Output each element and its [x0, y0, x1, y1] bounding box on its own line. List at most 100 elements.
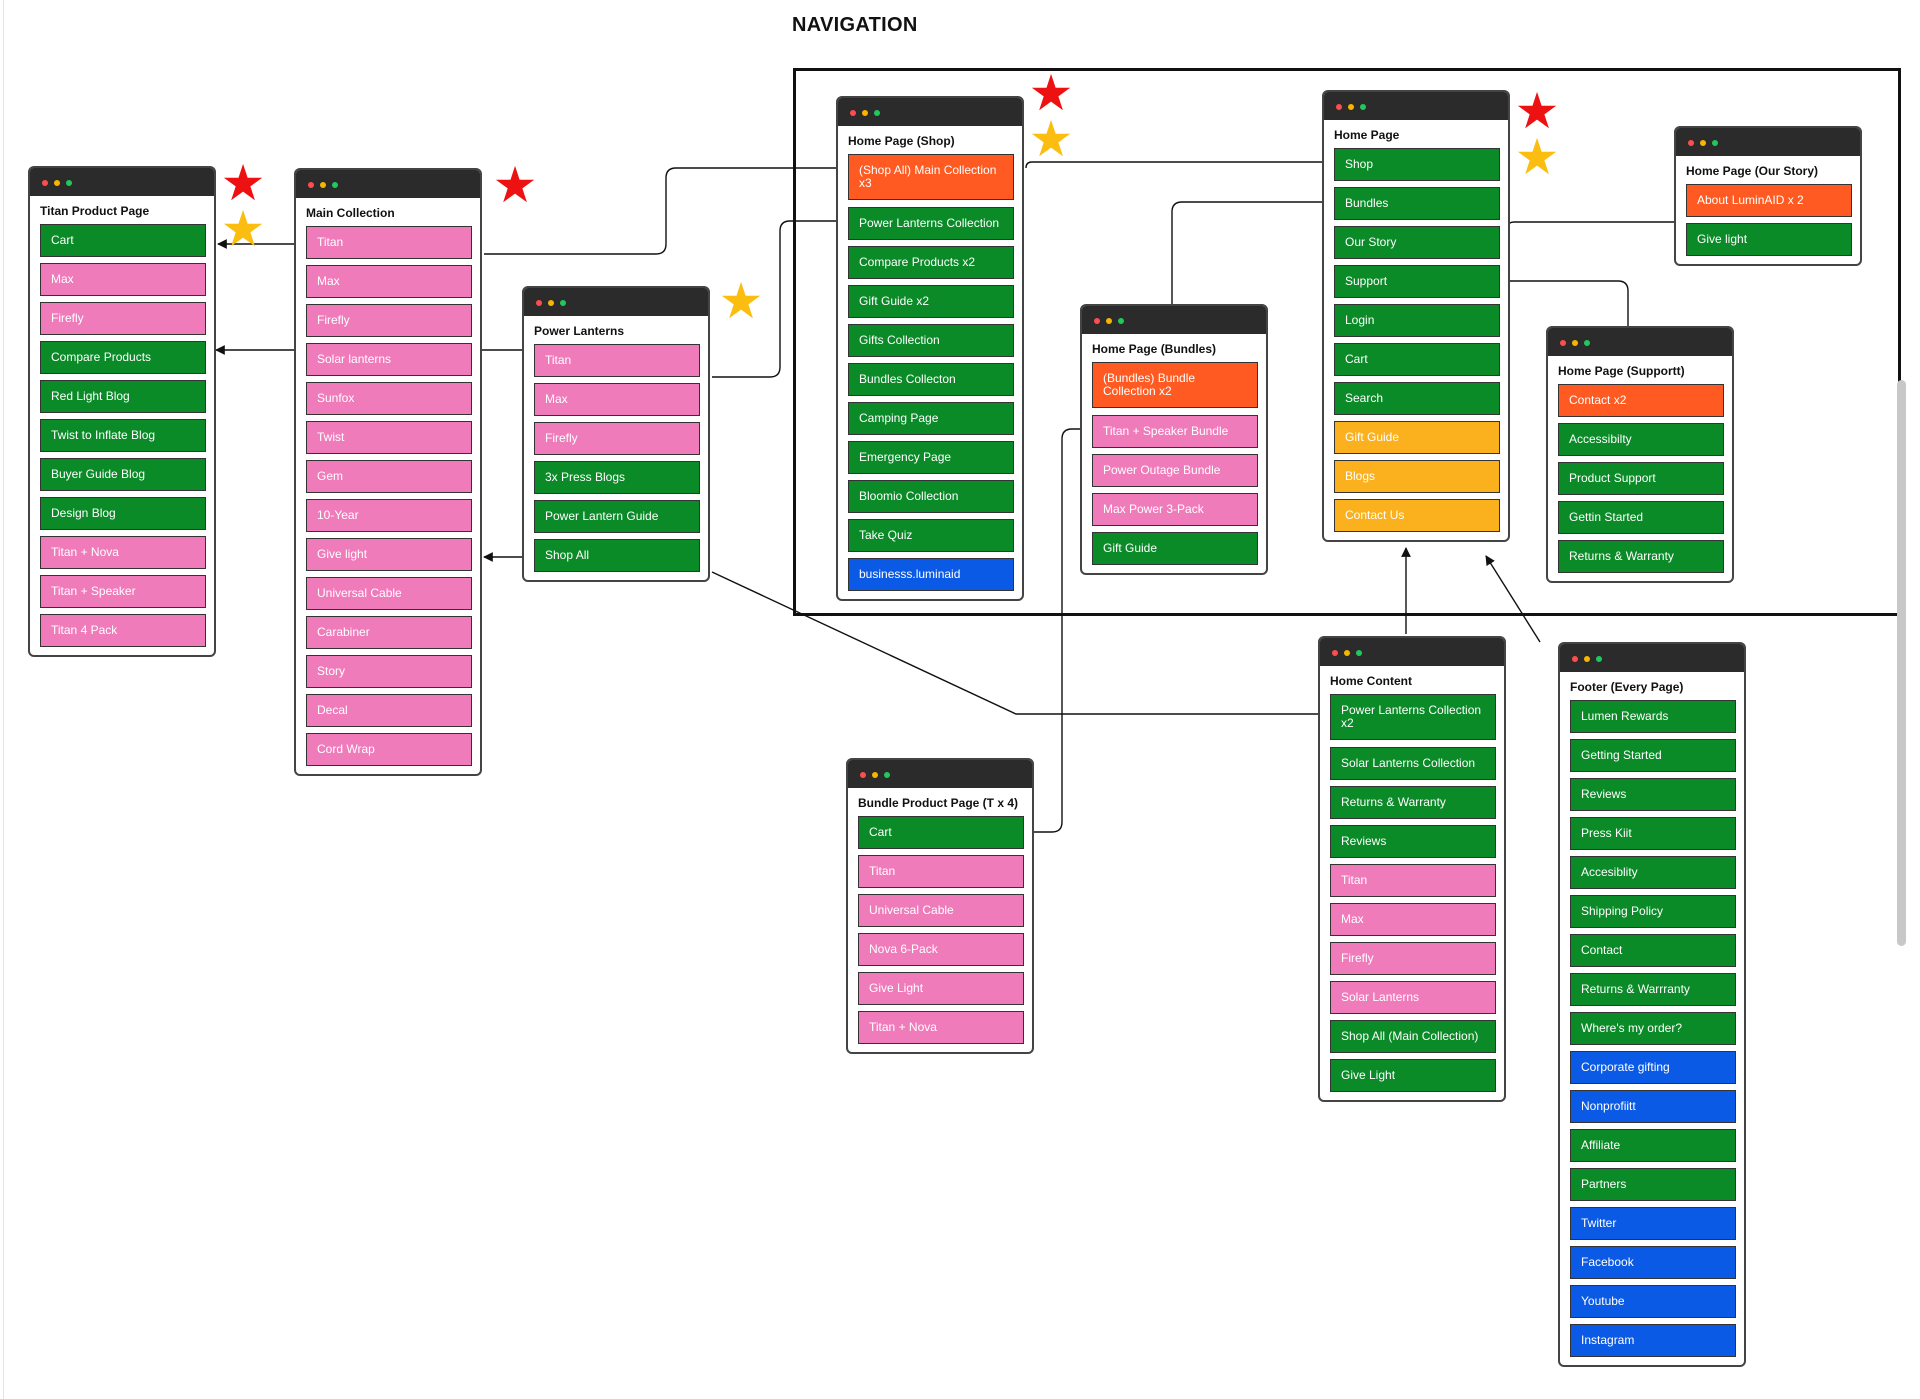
nav-item[interactable]: Power Lantern Guide	[534, 500, 700, 533]
nav-item[interactable]: Titan + Nova	[40, 536, 206, 569]
nav-item[interactable]: Bundles Collecton	[848, 363, 1014, 396]
nav-item[interactable]: Titan + Nova	[858, 1011, 1024, 1044]
nav-item[interactable]: Cord Wrap	[306, 733, 472, 766]
nav-item[interactable]: Lumen Rewards	[1570, 700, 1736, 733]
nav-item[interactable]: Compare Products	[40, 341, 206, 374]
nav-item[interactable]: Support	[1334, 265, 1500, 298]
nav-item[interactable]: (Shop All) Main Collection x3	[848, 154, 1014, 200]
nav-item[interactable]: Solar Lanterns	[1330, 981, 1496, 1014]
nav-item[interactable]: businesss.luminaid	[848, 558, 1014, 591]
nav-item[interactable]: Nova 6-Pack	[858, 933, 1024, 966]
nav-item[interactable]: Facebook	[1570, 1246, 1736, 1279]
vertical-scrollbar[interactable]	[1897, 380, 1906, 946]
nav-item[interactable]: Shipping Policy	[1570, 895, 1736, 928]
nav-item[interactable]: Give Light	[858, 972, 1024, 1005]
nav-item[interactable]: Solar lanterns	[306, 343, 472, 376]
nav-item[interactable]: Shop All (Main Collection)	[1330, 1020, 1496, 1053]
nav-item[interactable]: Corporate gifting	[1570, 1051, 1736, 1084]
nav-item[interactable]: Affiliate	[1570, 1129, 1736, 1162]
nav-item[interactable]: Bundles	[1334, 187, 1500, 220]
nav-item[interactable]: Cart	[858, 816, 1024, 849]
nav-item[interactable]: Emergency Page	[848, 441, 1014, 474]
nav-item[interactable]: Press Kiit	[1570, 817, 1736, 850]
red-star-icon: ★	[220, 155, 266, 211]
nav-item[interactable]: Accessibilty	[1558, 423, 1724, 456]
nav-item[interactable]: Universal Cable	[858, 894, 1024, 927]
nav-item[interactable]: Shop	[1334, 148, 1500, 181]
nav-item[interactable]: Accesiblity	[1570, 856, 1736, 889]
nav-item[interactable]: Titan + Speaker Bundle	[1092, 415, 1258, 448]
nav-item[interactable]: Shop All	[534, 539, 700, 572]
nav-item[interactable]: Design Blog	[40, 497, 206, 530]
nav-item[interactable]: Titan 4 Pack	[40, 614, 206, 647]
nav-item[interactable]: Titan	[1330, 864, 1496, 897]
nav-item[interactable]: Bloomio Collection	[848, 480, 1014, 513]
nav-item[interactable]: Firefly	[534, 422, 700, 455]
nav-item[interactable]: Partners	[1570, 1168, 1736, 1201]
nav-item[interactable]: Carabiner	[306, 616, 472, 649]
nav-item[interactable]: Red Light Blog	[40, 380, 206, 413]
nav-item[interactable]: Max	[40, 263, 206, 296]
nav-item[interactable]: Power Lanterns Collection x2	[1330, 694, 1496, 740]
nav-item[interactable]: Titan	[534, 344, 700, 377]
nav-item[interactable]: About LuminAID x 2	[1686, 184, 1852, 217]
nav-item[interactable]: Nonprofiitt	[1570, 1090, 1736, 1123]
nav-item[interactable]: Twist to Inflate Blog	[40, 419, 206, 452]
nav-item[interactable]: Product Support	[1558, 462, 1724, 495]
nav-item[interactable]: Contact Us	[1334, 499, 1500, 532]
nav-item[interactable]: Titan	[306, 226, 472, 259]
nav-item[interactable]: Universal Cable	[306, 577, 472, 610]
nav-item[interactable]: Reviews	[1330, 825, 1496, 858]
nav-item[interactable]: (Bundles) Bundle Collection x2	[1092, 362, 1258, 408]
nav-item[interactable]: Max Power 3-Pack	[1092, 493, 1258, 526]
nav-item[interactable]: Give light	[1686, 223, 1852, 256]
nav-item[interactable]: Cart	[40, 224, 206, 257]
nav-item[interactable]: Contact x2	[1558, 384, 1724, 417]
nav-item[interactable]: Blogs	[1334, 460, 1500, 493]
nav-item[interactable]: Compare Products x2	[848, 246, 1014, 279]
nav-item[interactable]: Story	[306, 655, 472, 688]
nav-item[interactable]: Sunfox	[306, 382, 472, 415]
nav-item[interactable]: Camping Page	[848, 402, 1014, 435]
nav-item[interactable]: Buyer Guide Blog	[40, 458, 206, 491]
nav-item[interactable]: Gettin Started	[1558, 501, 1724, 534]
nav-item[interactable]: Take Quiz	[848, 519, 1014, 552]
nav-item[interactable]: Firefly	[40, 302, 206, 335]
nav-item[interactable]: Returns & Warranty	[1558, 540, 1724, 573]
nav-item[interactable]: Gifts Collection	[848, 324, 1014, 357]
nav-item[interactable]: Gem	[306, 460, 472, 493]
nav-item[interactable]: Our Story	[1334, 226, 1500, 259]
nav-item[interactable]: Max	[534, 383, 700, 416]
nav-item[interactable]: Solar Lanterns Collection	[1330, 747, 1496, 780]
nav-item[interactable]: Decal	[306, 694, 472, 727]
nav-item[interactable]: Gift Guide	[1092, 532, 1258, 565]
nav-item[interactable]: Titan	[858, 855, 1024, 888]
nav-item[interactable]: Gift Guide	[1334, 421, 1500, 454]
nav-item[interactable]: 10-Year	[306, 499, 472, 532]
nav-item[interactable]: Cart	[1334, 343, 1500, 376]
nav-item[interactable]: Power Lanterns Collection	[848, 207, 1014, 240]
nav-item[interactable]: Getting Started	[1570, 739, 1736, 772]
nav-item[interactable]: Login	[1334, 304, 1500, 337]
nav-item[interactable]: Firefly	[306, 304, 472, 337]
nav-item[interactable]: Where's my order?	[1570, 1012, 1736, 1045]
nav-item[interactable]: Returns & Warranty	[1330, 786, 1496, 819]
nav-item[interactable]: Twist	[306, 421, 472, 454]
nav-item[interactable]: Returns & Warrranty	[1570, 973, 1736, 1006]
nav-item[interactable]: Give light	[306, 538, 472, 571]
nav-item[interactable]: Gift Guide x2	[848, 285, 1014, 318]
nav-item[interactable]: Max	[306, 265, 472, 298]
nav-item[interactable]: Reviews	[1570, 778, 1736, 811]
nav-item[interactable]: Firefly	[1330, 942, 1496, 975]
nav-item[interactable]: Max	[1330, 903, 1496, 936]
nav-item[interactable]: 3x Press Blogs	[534, 461, 700, 494]
nav-item[interactable]: Youtube	[1570, 1285, 1736, 1318]
nav-item[interactable]: Search	[1334, 382, 1500, 415]
nav-item[interactable]: Twitter	[1570, 1207, 1736, 1240]
nav-item[interactable]: Contact	[1570, 934, 1736, 967]
nav-item[interactable]: Titan + Speaker	[40, 575, 206, 608]
nav-item[interactable]: Give Light	[1330, 1059, 1496, 1092]
nav-item[interactable]: Instagram	[1570, 1324, 1736, 1357]
nav-item[interactable]: Power Outage Bundle	[1092, 454, 1258, 487]
